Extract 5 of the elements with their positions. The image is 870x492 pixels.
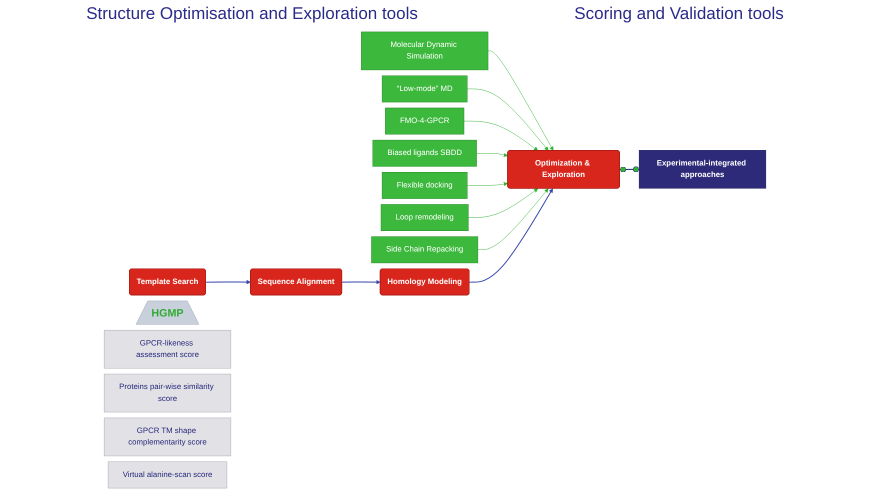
arrow — [342, 280, 381, 284]
note-text: Scoring and Validation tools — [574, 4, 784, 24]
note-text: Structure Optimisation and Exploration tools — [86, 4, 418, 24]
arrow — [206, 280, 251, 284]
connector — [619, 166, 640, 172]
